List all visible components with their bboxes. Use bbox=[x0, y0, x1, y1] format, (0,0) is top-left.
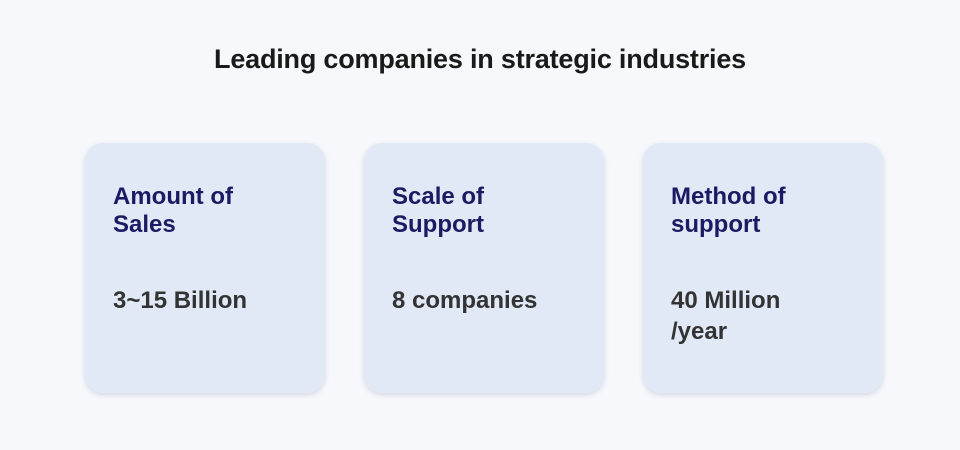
card-heading: Method of support bbox=[671, 183, 786, 238]
card-amount-of-sales: Amount of Sales 3~15 Billion bbox=[85, 143, 325, 393]
card-method-of-support: Method of support 40 Million /year bbox=[643, 143, 883, 393]
card-heading: Amount of Sales bbox=[113, 183, 233, 238]
card-scale-of-support: Scale of Support 8 companies bbox=[364, 143, 604, 393]
card-value: 8 companies bbox=[392, 287, 538, 314]
card-value: 40 Million /year bbox=[671, 287, 781, 345]
card-heading: Scale of Support bbox=[392, 183, 485, 238]
page-title: Leading companies in strategic industrie… bbox=[214, 44, 746, 74]
card-value: 3~15 Billion bbox=[113, 287, 248, 314]
